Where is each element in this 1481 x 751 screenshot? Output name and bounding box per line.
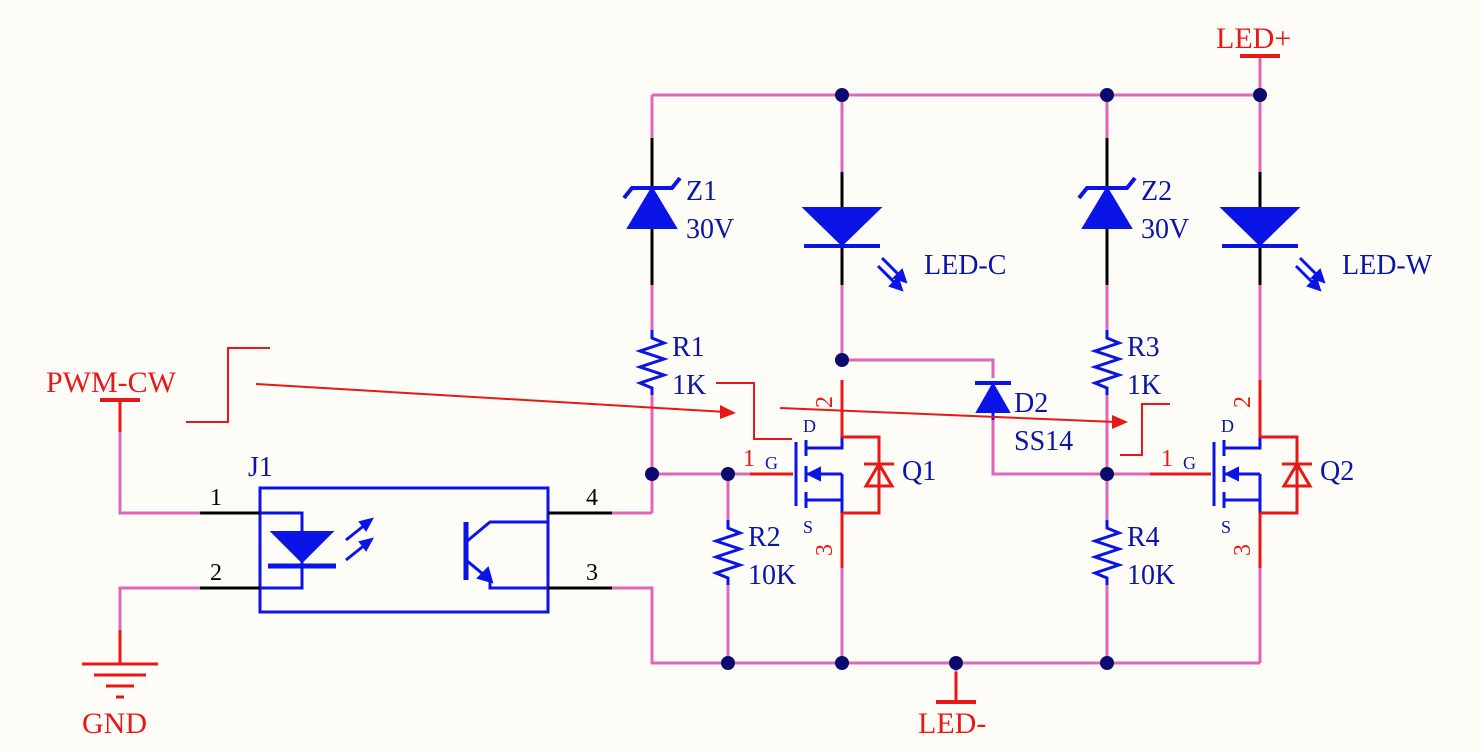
pwm-waveform-annotation [186,347,270,423]
led-w-ref: LED-W [1342,250,1433,281]
j1-pin-4: 4 [586,485,598,511]
d2-ref: D2 [1014,388,1048,419]
q1-drain-label: D [803,416,816,436]
j1-pin-2: 2 [210,560,222,586]
gate-waveform-q2 [1120,403,1170,456]
zener-z1[interactable] [622,138,682,285]
z1-value: 30V [686,214,734,245]
r2-ref: R2 [748,522,781,553]
q2-drain-num: 2 [1230,396,1256,408]
led-c[interactable] [801,172,908,292]
arrow-to-q1 [255,383,736,419]
gnd-label: GND [82,707,147,740]
arrow-to-q2 [779,407,1128,429]
q2-ref: Q2 [1320,456,1354,487]
j1-pin-1: 1 [210,485,222,511]
gate-waveform-q1 [716,382,792,440]
led-c-ref: LED-C [924,250,1006,281]
mosfet-q2[interactable] [1150,380,1313,568]
r3-value: 1K [1127,370,1161,401]
resistor-r4[interactable] [1090,520,1124,585]
resistor-r1[interactable] [635,330,669,395]
z2-value: 30V [1141,214,1189,245]
r3-ref: R3 [1127,332,1160,363]
r1-value: 1K [672,370,706,401]
q2-drain-label: D [1221,416,1234,436]
led-c-emission-icon [876,256,908,292]
gnd-icon[interactable] [82,630,158,699]
led-minus-port[interactable] [936,672,976,704]
led-plus-label: LED+ [1216,22,1291,55]
q2-source-num: 3 [1230,544,1256,556]
wires [118,56,1262,672]
j1-emission-icon [345,517,374,562]
r1-ref: R1 [672,332,705,363]
j1-ref: J1 [248,452,273,483]
z1-ref: Z1 [686,176,717,207]
pwm-port[interactable] [100,398,140,432]
led-w[interactable] [1219,172,1326,292]
r4-ref: R4 [1127,522,1160,553]
d2-value: SS14 [1014,426,1073,457]
led-w-emission-icon [1294,256,1326,292]
q1-gate-num: 1 [743,446,755,472]
r2-value: 10K [748,560,796,591]
junctions [645,88,1267,670]
q2-gate-num: 1 [1161,446,1173,472]
optocoupler-j1[interactable] [200,486,612,614]
led-minus-label: LED- [918,707,986,740]
zener-z2[interactable] [1077,138,1137,285]
r4-value: 10K [1127,560,1175,591]
resistor-r2[interactable] [711,520,745,585]
q1-source-num: 3 [812,544,838,556]
q2-source-label: S [1221,517,1231,537]
mosfet-q1[interactable] [750,380,895,568]
q1-gate-label: G [765,453,778,473]
resistor-r3[interactable] [1090,330,1124,395]
q1-drain-num: 2 [812,396,838,408]
pwm-label: PWM-CW [46,366,177,399]
z2-ref: Z2 [1141,176,1172,207]
j1-pin-3: 3 [586,560,598,586]
q2-gate-label: G [1183,453,1196,473]
diode-d2[interactable] [975,381,1011,420]
q1-source-label: S [803,517,813,537]
q1-ref: Q1 [902,456,936,487]
